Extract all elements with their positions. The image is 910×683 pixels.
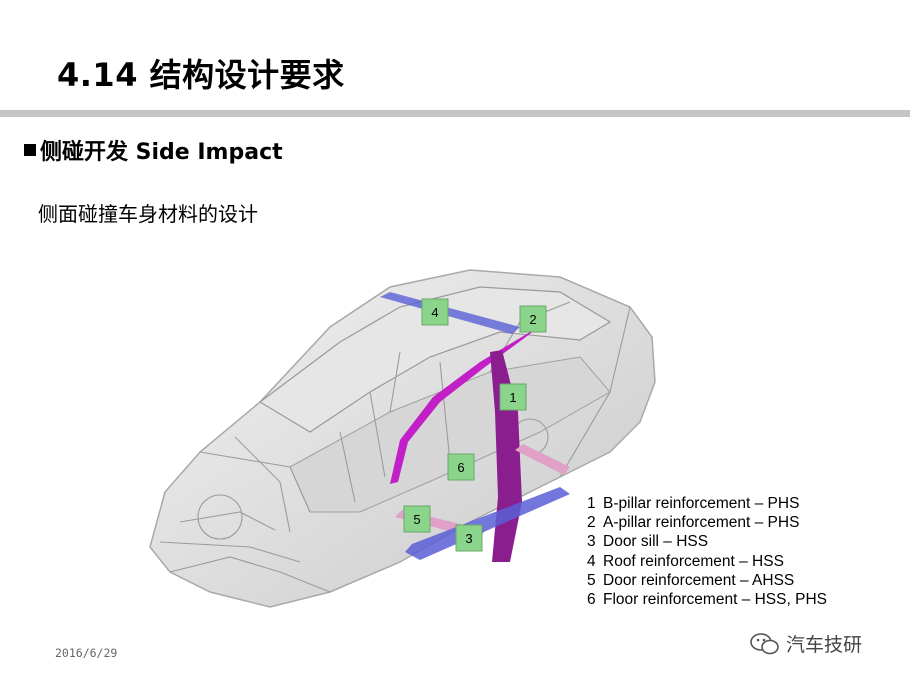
square-bullet-icon	[24, 144, 36, 156]
watermark-text: 汽车技研	[786, 634, 863, 656]
svg-text:4: 4	[431, 305, 438, 320]
callout-4: 4	[421, 298, 449, 326]
svg-text:5: 5	[413, 512, 420, 527]
roof-reinforcement	[380, 292, 520, 334]
callout-6: 6	[447, 453, 475, 481]
callout-5: 5	[403, 505, 431, 533]
callout-1: 1	[499, 383, 527, 411]
bullet-heading-text: 侧碰开发 Side Impact	[40, 140, 283, 165]
svg-text:6: 6	[457, 460, 464, 475]
slide-subtitle: 侧面碰撞车身材料的设计	[38, 202, 258, 226]
slide-title: 4.14 结构设计要求	[57, 56, 345, 94]
svg-text:2: 2	[529, 312, 536, 327]
svg-text:1: 1	[509, 390, 516, 405]
wechat-icon	[750, 632, 779, 654]
callout-3: 3	[455, 524, 483, 552]
title-divider	[0, 110, 910, 117]
door-reinforcement-rear	[515, 444, 570, 475]
slide-date: 2016/6/29	[55, 646, 118, 660]
bullet-heading: 侧碰开发 Side Impact	[24, 134, 283, 166]
car-body-illustration: 4 2 1 6 5 3	[149, 269, 656, 608]
door-sill	[405, 487, 570, 560]
svg-text:3: 3	[465, 531, 472, 546]
watermark: 汽车技研	[750, 630, 862, 657]
callout-2: 2	[519, 305, 547, 333]
